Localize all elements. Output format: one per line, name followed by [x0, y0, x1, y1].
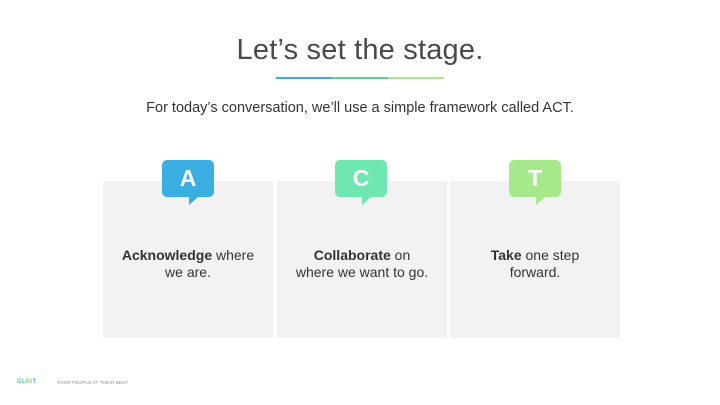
- logo-letter: I: [25, 379, 28, 385]
- footer-tagline: YOUR PEOPLE AT THEIR BEST: [57, 380, 129, 385]
- card-bold-word: Take: [490, 247, 522, 263]
- bubble-letter: A: [179, 165, 197, 191]
- card-line1-rest: where: [212, 247, 255, 263]
- card-line2: forward.: [509, 264, 561, 280]
- bubble-tail: [536, 197, 545, 205]
- title-underline: [276, 77, 444, 79]
- card-text: Acknowledge where we are.: [103, 247, 273, 281]
- bubble-tail: [362, 197, 371, 205]
- card-line1-rest: one step: [521, 247, 580, 263]
- logo-letter: T: [32, 379, 37, 385]
- logo-letter: L: [21, 379, 26, 385]
- card-collaborate: Collaborate on where we want to go.: [277, 181, 447, 338]
- card-text: Take one step forward.: [450, 247, 620, 281]
- slide-subtitle: For today’s conversation, we’ll use a si…: [146, 100, 574, 116]
- card-bold-word: Acknowledge: [121, 247, 213, 263]
- underline-segment-lightgreen: [388, 77, 444, 79]
- bubble-tail: [189, 197, 198, 205]
- bubble-letter: C: [352, 165, 370, 191]
- speech-bubble-t-icon: T: [509, 160, 561, 205]
- card-line1-rest: on: [390, 247, 411, 263]
- card-line2: we are.: [165, 264, 211, 280]
- footer-logo: G L I N T: [17, 379, 37, 385]
- card-text: Collaborate on where we want to go.: [277, 247, 447, 281]
- card-bold-word: Collaborate: [313, 247, 391, 263]
- underline-segment-green: [332, 77, 388, 79]
- underline-segment-blue: [276, 77, 332, 79]
- card-acknowledge: Acknowledge where we are.: [103, 181, 273, 338]
- logo-letter: G: [17, 379, 22, 385]
- slide-title: Let’s set the stage.: [236, 34, 484, 66]
- logo-letter: N: [27, 379, 33, 385]
- card-line2: where we want to go.: [295, 264, 429, 280]
- bubble-letter: T: [527, 165, 543, 191]
- speech-bubble-a-icon: A: [162, 160, 214, 205]
- card-take: Take one step forward.: [450, 181, 620, 338]
- speech-bubble-c-icon: C: [335, 160, 387, 205]
